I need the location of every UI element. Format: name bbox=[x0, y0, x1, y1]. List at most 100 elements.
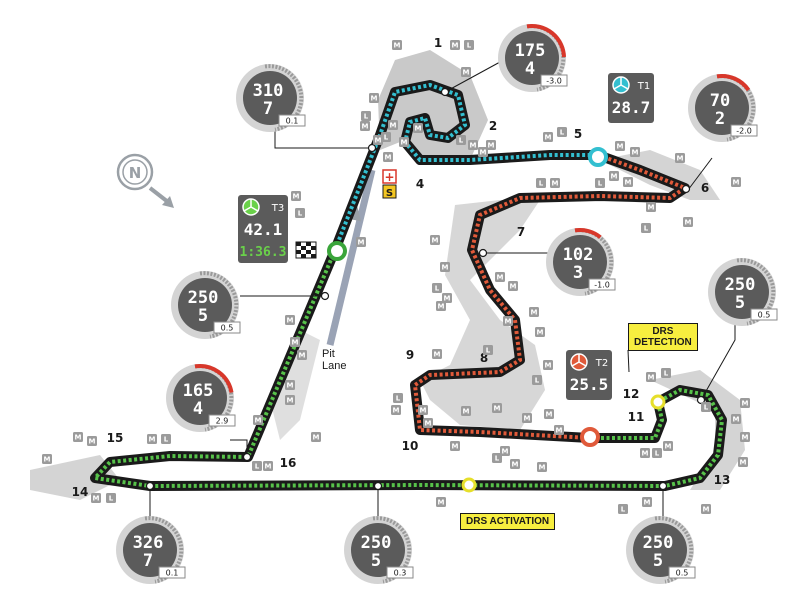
braking-chip: M bbox=[432, 349, 442, 359]
svg-text:M: M bbox=[265, 463, 272, 471]
corner-number: 4 bbox=[416, 177, 424, 191]
drs-detection-point bbox=[650, 394, 666, 410]
braking-chip: L bbox=[464, 40, 474, 50]
braking-chip: L bbox=[701, 402, 711, 412]
svg-text:L: L bbox=[621, 506, 626, 514]
track-sectors bbox=[90, 82, 725, 489]
gauge-gforce: 2.9 bbox=[216, 417, 229, 426]
braking-chip: M bbox=[413, 123, 423, 133]
gauge-speed: 102 bbox=[563, 245, 594, 265]
svg-text:M: M bbox=[75, 434, 82, 442]
svg-text:M: M bbox=[287, 397, 294, 405]
braking-chip: M bbox=[290, 337, 300, 347]
braking-chip: M bbox=[640, 448, 650, 458]
corner-number: 1 bbox=[434, 36, 442, 50]
svg-text:L: L bbox=[467, 42, 472, 50]
braking-chip: M bbox=[436, 497, 446, 507]
braking-chip: M bbox=[623, 177, 633, 187]
svg-text:L: L bbox=[459, 137, 464, 145]
svg-text:L: L bbox=[486, 347, 491, 355]
braking-chip: M bbox=[369, 93, 379, 103]
svg-text:M: M bbox=[648, 374, 655, 382]
svg-text:M: M bbox=[733, 416, 740, 424]
gauge-speed: 70 bbox=[710, 91, 730, 111]
braking-chip: M bbox=[543, 132, 553, 142]
braking-chip: L bbox=[618, 504, 628, 514]
svg-text:M: M bbox=[685, 219, 692, 227]
braking-chip: M bbox=[91, 493, 101, 503]
braking-chip: M bbox=[675, 153, 685, 163]
corner-number: 15 bbox=[107, 431, 124, 445]
braking-chip: L bbox=[492, 453, 502, 463]
svg-text:L: L bbox=[164, 436, 169, 444]
braking-chip: M bbox=[701, 504, 711, 514]
corner-number: 8 bbox=[480, 351, 488, 365]
braking-chip: M bbox=[554, 425, 564, 435]
svg-text:M: M bbox=[313, 434, 320, 442]
checkered-flag-icon bbox=[295, 241, 317, 259]
lap-time: 1:36.3 bbox=[240, 245, 287, 260]
svg-text:M: M bbox=[512, 461, 519, 469]
svg-text:M: M bbox=[733, 179, 740, 187]
braking-chip: L bbox=[456, 135, 466, 145]
sector-id: T1 bbox=[637, 81, 650, 92]
sector-1-marker bbox=[588, 147, 608, 167]
corner-number: 6 bbox=[701, 181, 709, 195]
svg-text:M: M bbox=[531, 309, 538, 317]
braking-chip: M bbox=[537, 462, 547, 472]
sector-time: 28.7 bbox=[612, 98, 651, 117]
svg-text:M: M bbox=[420, 407, 427, 415]
svg-text:M: M bbox=[632, 149, 639, 157]
gauge-gforce: -1.0 bbox=[594, 281, 610, 290]
braking-chip: M bbox=[285, 315, 295, 325]
svg-text:L: L bbox=[535, 377, 540, 385]
gauge-speed: 250 bbox=[643, 533, 674, 553]
svg-text:M: M bbox=[44, 456, 51, 464]
braking-chip: L bbox=[393, 393, 403, 403]
braking-chip: L bbox=[532, 375, 542, 385]
braking-chip: M bbox=[486, 140, 496, 150]
svg-text:L: L bbox=[298, 210, 303, 218]
svg-text:M: M bbox=[463, 69, 470, 77]
braking-chip: M bbox=[609, 171, 619, 181]
braking-chip: M bbox=[42, 454, 52, 464]
svg-text:M: M bbox=[452, 42, 459, 50]
braking-chip: L bbox=[381, 132, 391, 142]
gauge-gear: 5 bbox=[653, 551, 663, 571]
svg-text:M: M bbox=[497, 274, 504, 282]
svg-text:M: M bbox=[93, 495, 100, 503]
braking-chip: M bbox=[388, 120, 398, 130]
braking-chip: M bbox=[87, 436, 97, 446]
braking-chip: M bbox=[291, 191, 301, 201]
svg-text:L: L bbox=[364, 113, 369, 121]
braking-chip: M bbox=[630, 147, 640, 157]
stopwatch-icon bbox=[242, 198, 260, 216]
svg-text:M: M bbox=[742, 434, 749, 442]
svg-text:M: M bbox=[742, 400, 749, 408]
corner-number: 11 bbox=[628, 410, 645, 424]
corner-number: 14 bbox=[72, 485, 89, 499]
svg-text:M: M bbox=[444, 295, 451, 303]
speed-trap-points bbox=[145, 87, 706, 491]
svg-text:M: M bbox=[648, 204, 655, 212]
braking-chip: M bbox=[544, 409, 554, 419]
svg-text:M: M bbox=[494, 405, 501, 413]
braking-chip: L bbox=[252, 461, 262, 471]
svg-text:M: M bbox=[677, 155, 684, 163]
gauge-speed: 310 bbox=[253, 81, 284, 101]
sector-3-marker bbox=[327, 241, 347, 261]
svg-text:M: M bbox=[470, 142, 477, 150]
braking-chip: M bbox=[450, 441, 460, 451]
svg-text:M: M bbox=[425, 420, 432, 428]
gauge-gforce: 0.3 bbox=[394, 569, 407, 578]
braking-chip: M bbox=[285, 380, 295, 390]
corner-number: 16 bbox=[280, 456, 297, 470]
braking-chip: M bbox=[391, 405, 401, 415]
braking-chip: M bbox=[529, 307, 539, 317]
gauge-gear: 7 bbox=[143, 551, 153, 571]
